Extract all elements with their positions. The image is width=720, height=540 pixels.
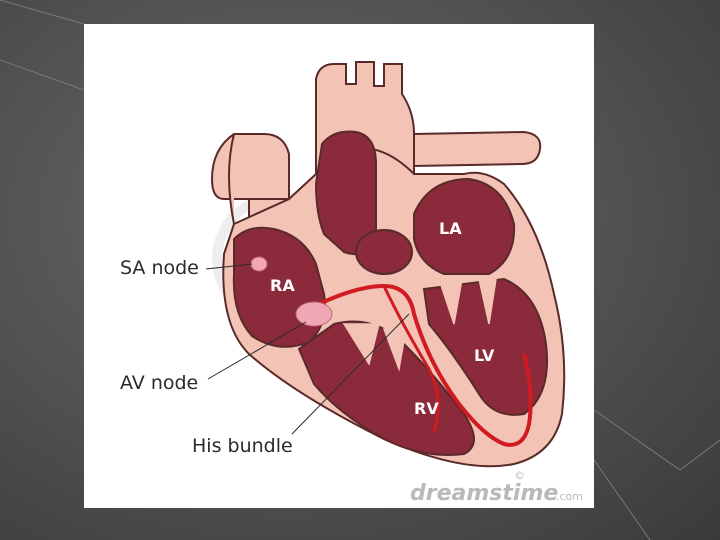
sa-node-leader — [205, 263, 253, 270]
ra-label: RA — [270, 276, 295, 295]
his-bundle-leader — [291, 313, 410, 435]
left-atrium — [413, 177, 516, 275]
av-node — [295, 301, 333, 327]
heart-diagram-card: SA node AV node His bundle LA RA LV RV ©… — [84, 24, 594, 508]
right-bundle-branch — [382, 285, 440, 433]
aortic-ring — [355, 229, 413, 275]
lv-label: LV — [474, 346, 495, 365]
watermark-suffix: .com — [556, 490, 583, 503]
heart-conduction-diagram: SA node AV node His bundle LA RA LV RV ©… — [120, 61, 583, 506]
sa-node-label: SA node — [120, 257, 199, 279]
rv-label: RV — [414, 399, 439, 418]
av-node-label: AV node — [120, 372, 198, 394]
watermark-brand: dreamstime — [410, 481, 558, 506]
his-bundle-label: His bundle — [192, 435, 293, 457]
sa-node — [250, 256, 268, 272]
av-node-leader — [207, 321, 307, 380]
conduction-pathway — [308, 283, 533, 447]
la-label: LA — [439, 219, 462, 238]
watermark-symbol: © — [514, 469, 525, 482]
